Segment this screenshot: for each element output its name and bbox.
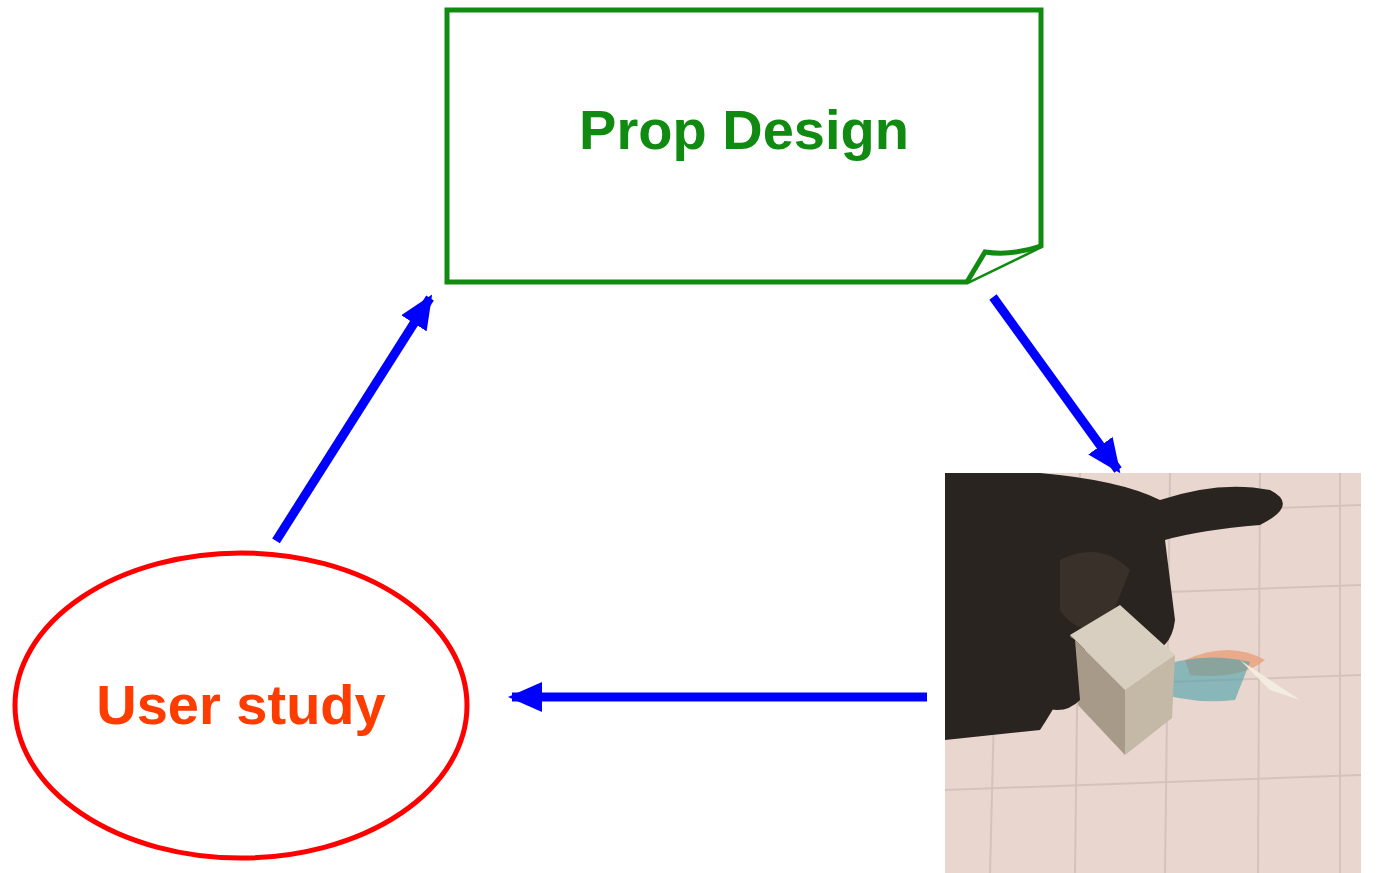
- process-ellipse: User study: [15, 553, 467, 858]
- folded-corner: [967, 246, 1041, 282]
- node-label: Prop Design: [447, 98, 1041, 162]
- ellipse-border: [15, 553, 467, 858]
- note-border: [447, 10, 1041, 282]
- flow-arrow: [276, 298, 430, 541]
- prop-photo: [945, 473, 1361, 873]
- process-box: Prop Design: [447, 10, 1041, 282]
- flow-arrow: [512, 693, 927, 702]
- flow-arrow: [993, 297, 1118, 470]
- node-label: User study: [96, 673, 385, 737]
- wooden-cube: [1070, 605, 1175, 755]
